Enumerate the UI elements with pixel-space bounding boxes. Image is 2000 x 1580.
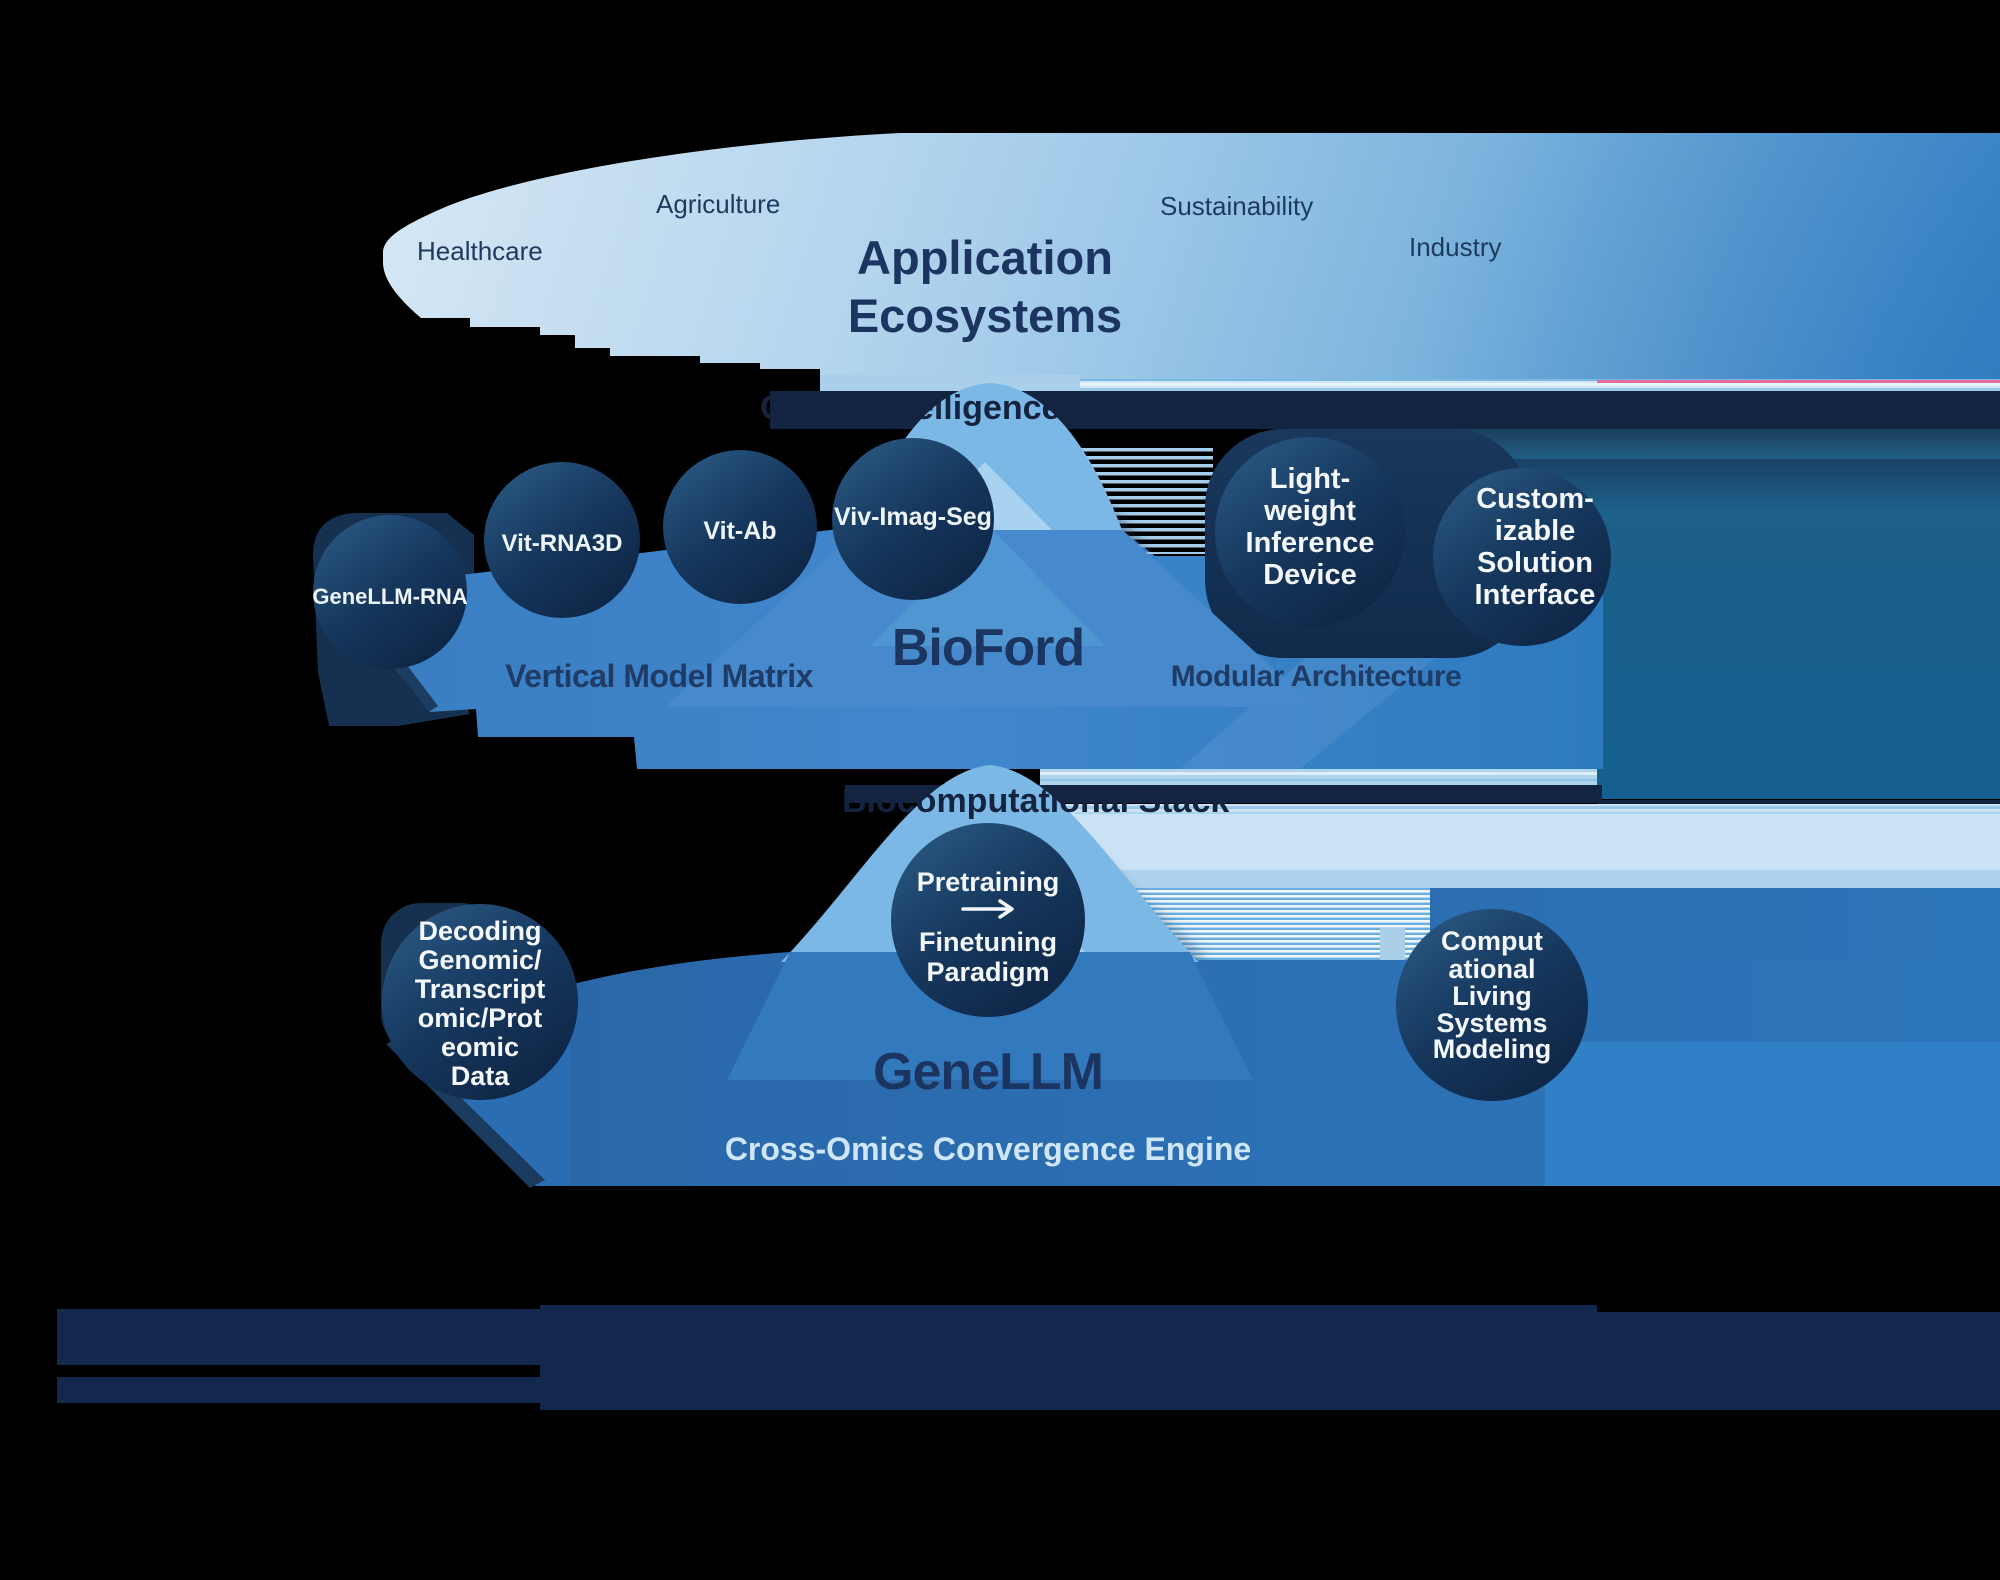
svg-text:GeneLLM-RNA: GeneLLM-RNA (312, 584, 467, 609)
svg-text:Genomic/: Genomic/ (418, 945, 542, 975)
svg-text:Data: Data (451, 1061, 511, 1091)
svg-text:Paradigm: Paradigm (926, 957, 1049, 987)
svg-text:Transcript: Transcript (415, 974, 546, 1004)
svg-text:Decoding: Decoding (418, 916, 541, 946)
svg-text:Systems: Systems (1436, 1008, 1547, 1038)
svg-text:Device: Device (1263, 559, 1357, 591)
svg-text:Cross-Omics Convergence Engine: Cross-Omics Convergence Engine (725, 1131, 1251, 1167)
svg-text:Industry: Industry (1409, 232, 1502, 262)
svg-text:omic/Prot: omic/Prot (418, 1003, 543, 1033)
svg-text:Solution: Solution (1477, 547, 1593, 579)
svg-text:Comput: Comput (1441, 926, 1543, 956)
svg-text:Modular Architecture: Modular Architecture (1171, 660, 1462, 693)
svg-text:Omics Intelligence Hub: Omics Intelligence Hub (760, 389, 1136, 427)
svg-text:Vit-RNA3D: Vit-RNA3D (502, 530, 623, 557)
svg-text:BioFord: BioFord (892, 619, 1084, 677)
svg-text:Biocomputational Stack: Biocomputational Stack (842, 782, 1229, 820)
svg-text:Inference: Inference (1246, 527, 1375, 559)
svg-text:weight: weight (1263, 495, 1356, 527)
svg-text:ational: ational (1448, 954, 1535, 984)
svg-text:Modeling: Modeling (1433, 1034, 1551, 1064)
svg-text:Healthcare: Healthcare (417, 236, 543, 266)
svg-text:Agriculture: Agriculture (656, 189, 780, 219)
svg-text:eomic: eomic (441, 1032, 519, 1062)
svg-text:GeneLLM: GeneLLM (873, 1043, 1103, 1101)
svg-text:Living: Living (1452, 981, 1532, 1011)
svg-text:izable: izable (1495, 515, 1576, 547)
svg-text:Sustainability: Sustainability (1160, 191, 1313, 221)
svg-text:Custom-: Custom- (1476, 483, 1594, 515)
svg-text:Ecosystems: Ecosystems (848, 289, 1122, 342)
svg-text:Viv-Imag-Seg: Viv-Imag-Seg (834, 503, 992, 531)
svg-text:Pretraining: Pretraining (917, 867, 1060, 897)
svg-text:Vertical Model Matrix: Vertical Model Matrix (505, 658, 814, 694)
svg-text:Finetuning: Finetuning (919, 927, 1057, 957)
svg-text:Light-: Light- (1270, 463, 1351, 495)
svg-text:Interface: Interface (1475, 579, 1596, 611)
svg-text:Application: Application (857, 231, 1113, 284)
svg-text:Vit-Ab: Vit-Ab (703, 517, 776, 545)
